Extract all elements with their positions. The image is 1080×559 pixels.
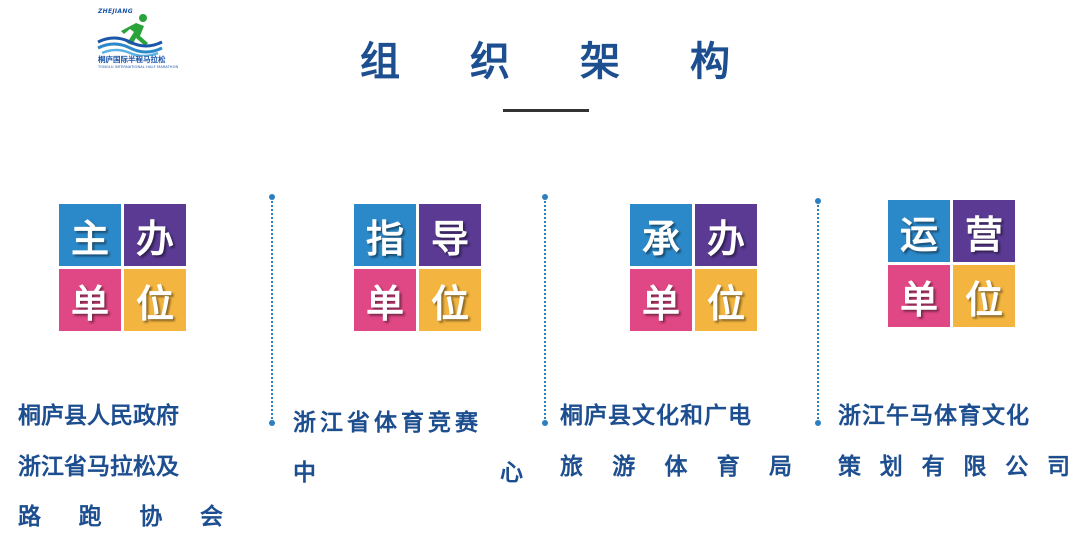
- title-char: 架: [580, 39, 620, 85]
- organizer-line-2: 浙江省马拉松及: [18, 444, 223, 484]
- host-tiles: 承 办 单 位: [630, 204, 758, 332]
- divider-dot: [542, 420, 548, 426]
- logo-sub-text: TONGLU INTERNATIONAL HALF MARATHON: [98, 65, 179, 69]
- tile-gold: 位: [124, 269, 186, 331]
- title-char: 组: [360, 39, 400, 85]
- tile-blue: 指: [354, 204, 416, 266]
- page-title: 组 织 架 构: [360, 32, 730, 92]
- tile-pink: 单: [888, 265, 950, 327]
- divider-dot: [269, 194, 275, 200]
- divider-1: [271, 197, 273, 423]
- tile-blue: 主: [59, 204, 121, 266]
- host-line-1: 桐庐县文化和广电: [560, 393, 792, 433]
- organizer-tiles: 主 办 单 位: [59, 204, 187, 332]
- guidance-name-1: 浙江省体育竞赛: [293, 410, 482, 436]
- host-line-2: 旅 游 体 育 局: [560, 454, 792, 480]
- tile-gold: 位: [695, 269, 757, 331]
- tile-purple: 营: [953, 200, 1015, 262]
- organizer-name-2: 浙江省马拉松及: [18, 454, 179, 480]
- tile-blue: 运: [888, 200, 950, 262]
- guidance-line-1: 浙江省体育竞赛: [293, 400, 523, 440]
- logo-cn-text: 桐庐国际半程马拉松: [98, 55, 166, 64]
- operator-line-1: 浙江午马体育文化: [838, 393, 1070, 433]
- logo-en-text: ZHEJIANG: [98, 8, 133, 15]
- divider-dot: [815, 420, 821, 426]
- guidance-tiles: 指 导 单 位: [354, 204, 482, 332]
- divider-dot: [542, 194, 548, 200]
- operator-tiles: 运 营 单 位: [888, 200, 1016, 328]
- divider-3: [817, 201, 819, 423]
- tile-blue: 承: [630, 204, 692, 266]
- logo: ZHEJIANG 桐庐国际半程马拉松 TONGLU INTERNATIONAL …: [92, 8, 182, 72]
- organizer-name-1: 桐庐县人民政府: [18, 403, 179, 429]
- guidance-line-2: 中 心: [293, 460, 523, 486]
- title-char: 织: [470, 39, 510, 85]
- title-char: 构: [690, 39, 730, 85]
- operator-line-2: 策 划 有 限 公 司: [838, 454, 1070, 480]
- divider-dot: [269, 420, 275, 426]
- operator-name-1: 浙江午马体育文化: [838, 403, 1030, 429]
- host-name-1: 桐庐县文化和广电: [560, 403, 752, 429]
- tile-gold: 位: [953, 265, 1015, 327]
- tile-purple: 导: [419, 204, 481, 266]
- runner-logo-icon: [97, 14, 163, 56]
- tile-pink: 单: [59, 269, 121, 331]
- divider-2: [544, 197, 546, 423]
- tile-pink: 单: [354, 269, 416, 331]
- divider-dot: [815, 198, 821, 204]
- organizer-line-1: 桐庐县人民政府: [18, 393, 223, 433]
- title-underline: [503, 109, 589, 112]
- tile-gold: 位: [419, 269, 481, 331]
- tile-pink: 单: [630, 269, 692, 331]
- tile-purple: 办: [124, 204, 186, 266]
- tile-purple: 办: [695, 204, 757, 266]
- organizer-line-3: 路 跑 协 会: [18, 504, 223, 530]
